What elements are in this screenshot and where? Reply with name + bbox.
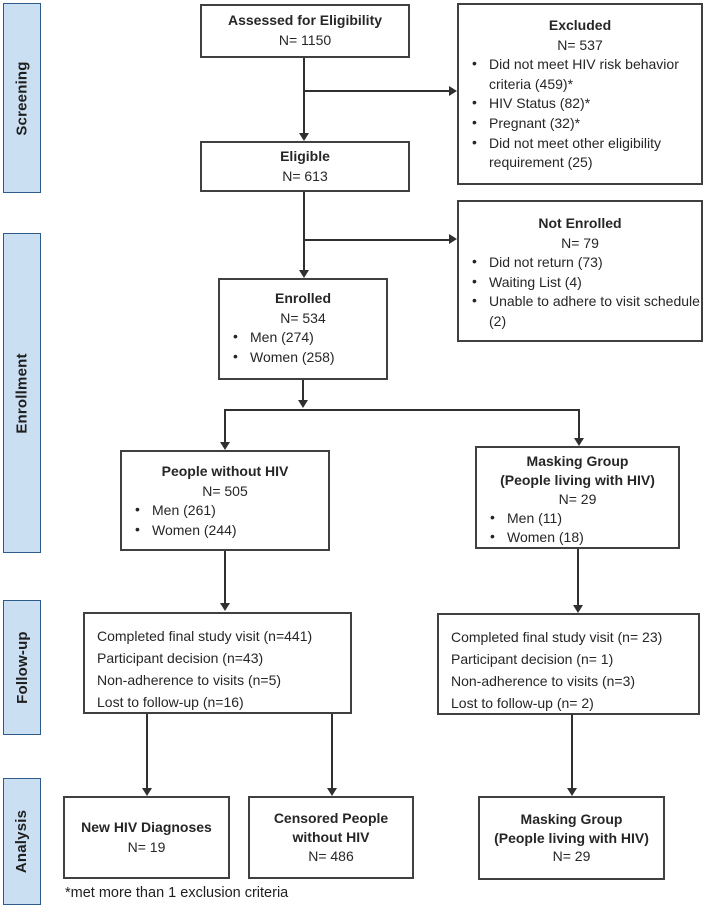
stage-label-analysis-text: Analysis — [13, 809, 31, 874]
connector-to-masking-analysis — [571, 714, 573, 789]
box-followup-without-hiv: Completed final study visit (n=441) Part… — [83, 612, 352, 714]
connector-masking-to-followup — [577, 549, 579, 606]
arrowhead-to-censored — [327, 788, 337, 796]
box-excluded-list: Did not meet HIV risk behavior criteria … — [459, 54, 701, 173]
box-not-enrolled-list: Did not return (73) Waiting List (4) Una… — [459, 252, 701, 331]
connector-branch-to-not-enrolled — [303, 239, 449, 241]
connector-eligible-to-enrolled — [303, 192, 305, 272]
stage-label-enrollment-text: Enrollment — [13, 352, 31, 434]
box-new-hiv-diagnoses: New HIV Diagnoses N= 19 — [63, 796, 230, 879]
stage-label-enrollment: Enrollment — [3, 233, 41, 553]
followup-line: Participant decision (n= 1) — [451, 651, 614, 668]
arrowhead-to-not-enrolled — [449, 234, 457, 244]
list-item: Men (274) — [220, 327, 386, 348]
arrowhead-to-people-without-hiv — [220, 442, 230, 450]
followup-line: Non-adherence to visits (n=5) — [97, 672, 282, 689]
list-item: Men (261) — [122, 500, 328, 521]
box-people-without-hiv-list: Men (261) Women (244) — [122, 500, 328, 541]
followup-line: Lost to follow-up (n=16) — [97, 694, 244, 711]
list-item: Did not meet HIV risk behavior criteria … — [459, 54, 701, 94]
list-item: Unable to adhere to visit schedule (2) — [459, 291, 701, 331]
box-excluded-title: Excluded — [548, 17, 612, 33]
connector-split-right — [578, 409, 580, 439]
arrowhead-to-masking-group — [574, 438, 584, 446]
connector-split-left — [224, 409, 226, 443]
connector-assessed-to-eligible — [303, 58, 305, 136]
box-masking-group-title: Masking Group — [526, 453, 629, 469]
box-new-hiv-diagnoses-title: New HIV Diagnoses — [81, 818, 212, 835]
followup-line: Completed final study visit (n= 23) — [451, 629, 663, 645]
box-excluded-n: N= 537 — [557, 36, 603, 53]
stage-label-follow-up: Follow-up — [3, 600, 41, 735]
box-masking-group-subtitle: (People living with HIV) — [500, 471, 655, 488]
box-masking-analysis-title: Masking Group — [520, 810, 623, 827]
followup-line: Completed final study visit (n=441) — [97, 628, 313, 644]
list-item: Women (244) — [122, 520, 328, 541]
stage-label-follow-up-text: Follow-up — [13, 631, 31, 704]
connector-to-censored — [331, 714, 333, 789]
arrowhead-to-new-diagnoses — [142, 788, 152, 796]
box-people-without-hiv-n: N= 505 — [202, 482, 248, 499]
list-item: Waiting List (4) — [459, 272, 701, 293]
box-not-enrolled-n: N= 79 — [561, 234, 599, 251]
arrowhead-to-followup-right — [573, 605, 583, 613]
box-people-without-hiv: People without HIV N= 505 Men (261) Wome… — [120, 450, 330, 551]
list-item: Did not return (73) — [459, 252, 701, 273]
box-censored-people-title: Censored People without HIV — [273, 810, 389, 846]
box-followup-masking-group: Completed final study visit (n= 23) Part… — [437, 613, 700, 715]
arrowhead-to-excluded — [449, 86, 457, 96]
box-people-without-hiv-title: People without HIV — [161, 463, 289, 479]
box-excluded: Excluded N= 537 Did not meet HIV risk be… — [457, 3, 703, 185]
list-item: HIV Status (82)* — [459, 93, 701, 114]
box-censored-people-n: N= 486 — [308, 847, 354, 864]
connector-split-horizontal — [224, 409, 580, 411]
arrowhead-to-eligible — [299, 133, 309, 141]
stage-label-screening-text: Screening — [13, 60, 31, 136]
followup-line: Participant decision (n=43) — [97, 650, 264, 667]
box-not-enrolled: Not Enrolled N= 79 Did not return (73) W… — [457, 200, 703, 342]
stage-label-screening: Screening — [3, 3, 41, 193]
arrowhead-to-followup-left — [220, 603, 230, 611]
box-new-hiv-diagnoses-n: N= 19 — [127, 838, 166, 855]
box-masking-analysis-subtitle: (People living with HIV) — [494, 829, 649, 846]
box-enrolled: Enrolled N= 534 Men (274) Women (258) — [218, 278, 388, 380]
arrowhead-to-enrolled — [299, 270, 309, 278]
list-item: Men (11) — [477, 508, 678, 528]
box-assessed-title: Assessed for Eligibility — [227, 12, 383, 29]
box-masking-group-enrollment: Masking Group (People living with HIV) N… — [475, 446, 680, 549]
box-assessed-n: N= 1150 — [278, 32, 332, 48]
list-item: Pregnant (32)* — [459, 113, 701, 134]
arrowhead-at-split — [298, 400, 308, 408]
box-eligible: Eligible N= 613 — [200, 141, 410, 192]
connector-to-new-diagnoses — [146, 714, 148, 789]
connector-enrolled-down — [302, 380, 304, 401]
exclusion-footnote: *met more than 1 exclusion criteria — [65, 885, 289, 901]
followup-line: Non-adherence to visits (n=3) — [451, 673, 636, 690]
stage-label-analysis: Analysis — [3, 778, 41, 905]
connector-without-hiv-to-followup — [224, 551, 226, 604]
box-enrolled-n: N= 534 — [280, 309, 326, 326]
followup-line: Lost to follow-up (n= 2) — [451, 695, 594, 712]
box-enrolled-list: Men (274) Women (258) — [220, 327, 386, 368]
arrowhead-to-masking-analysis — [567, 788, 577, 796]
box-enrolled-title: Enrolled — [274, 290, 331, 306]
box-eligible-title: Eligible — [280, 147, 330, 164]
box-assessed-for-eligibility: Assessed for Eligibility N= 1150 — [200, 4, 410, 58]
box-not-enrolled-title: Not Enrolled — [538, 215, 622, 231]
box-eligible-n: N= 613 — [282, 167, 328, 184]
box-censored-people: Censored People without HIV N= 486 — [248, 796, 414, 879]
list-item: Women (258) — [220, 347, 386, 368]
list-item: Women (18) — [477, 527, 678, 547]
box-masking-group-n: N= 29 — [558, 490, 597, 507]
list-item: Did not meet other eligibility requireme… — [459, 133, 701, 173]
box-masking-group-list: Men (11) Women (18) — [477, 508, 678, 547]
box-masking-analysis-n: N= 29 — [552, 848, 591, 865]
box-masking-group-analysis: Masking Group (People living with HIV) N… — [478, 796, 665, 880]
connector-branch-to-excluded — [303, 90, 449, 92]
